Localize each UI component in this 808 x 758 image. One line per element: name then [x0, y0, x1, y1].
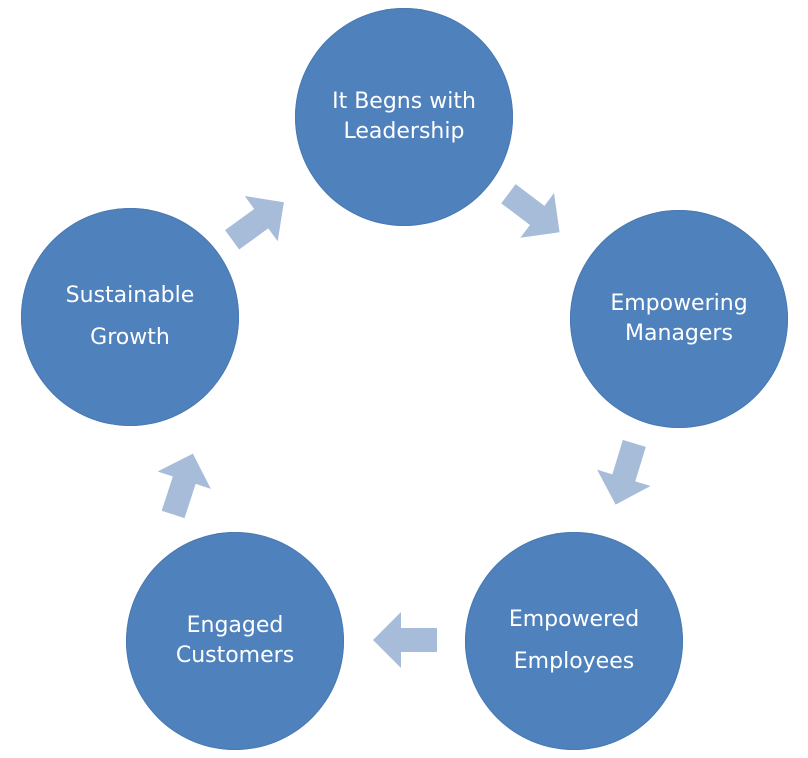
- node-label-line: Sustainable: [65, 283, 195, 308]
- node-customers: Engaged Customers: [126, 532, 344, 750]
- node-label-line: Managers: [625, 321, 733, 346]
- node-label-line: It Begns with: [332, 89, 476, 114]
- node-label-line: Leadership: [343, 119, 465, 144]
- arrow-employees-to-customers: [373, 612, 437, 668]
- arrow-shape: [501, 184, 560, 238]
- node-growth: Sustainable Growth: [21, 208, 239, 426]
- node-label-line: Empowered: [508, 607, 640, 632]
- arrow-customers-to-growth: [157, 453, 211, 519]
- arrow-shape: [157, 453, 211, 519]
- node-leadership: It Begns with Leadership: [295, 8, 513, 226]
- arrow-shape: [373, 612, 437, 668]
- node-label-line: Customers: [175, 643, 295, 668]
- arrow-growth-to-leadership: [225, 195, 284, 250]
- node-label-line: Empowering: [610, 291, 748, 316]
- node-label-line: Engaged: [186, 613, 284, 638]
- arrow-shape: [225, 195, 284, 250]
- node-label-line: Growth: [90, 325, 170, 350]
- arrow-shape: [597, 439, 651, 505]
- arrow-leadership-to-managers: [501, 184, 560, 238]
- node-managers: Empowering Managers: [570, 210, 788, 428]
- node-label-line: Employees: [513, 649, 635, 674]
- arrow-managers-to-employees: [597, 439, 651, 505]
- node-employees: Empowered Employees: [465, 532, 683, 750]
